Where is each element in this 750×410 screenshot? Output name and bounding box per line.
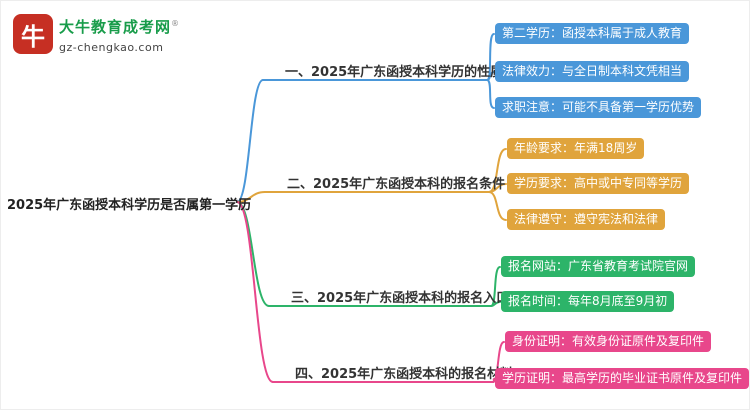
child-node-2-1: 年龄要求：年满18周岁 — [507, 138, 645, 159]
site-logo: 牛 大牛教育成考网® gz-chengkao.com — [13, 14, 180, 54]
brand-name: 大牛教育成考网® — [59, 16, 180, 37]
branch-label-1: 一、2025年广东函授本科学历的性质 — [285, 65, 504, 80]
connector-branch-4-child-2 — [492, 378, 495, 383]
root-node: 2025年广东函授本科学历是否属第一学历 — [7, 198, 252, 213]
brand-name-text: 大牛教育成考网 — [59, 18, 172, 36]
branch-label-2: 二、2025年广东函授本科的报名条件 — [287, 177, 506, 192]
child-node-1-1: 第二学历：函授本科属于成人教育 — [495, 23, 690, 44]
connector-root-branch-1 — [236, 79, 264, 203]
child-node-2-2: 学历要求：高中或中专同等学历 — [507, 173, 690, 194]
branch-label-3: 三、2025年广东函授本科的报名入口 — [291, 291, 510, 306]
connector-branch-3-child-2 — [490, 301, 501, 307]
logo-text: 大牛教育成考网® gz-chengkao.com — [59, 14, 180, 54]
brand-domain: gz-chengkao.com — [59, 41, 164, 54]
child-node-4-2: 学历证明：最高学历的毕业证书原件及复印件 — [495, 368, 749, 389]
child-node-1-2: 法律效力：与全日制本科文凭相当 — [495, 61, 690, 82]
connector-branch-2-child-3 — [488, 191, 507, 221]
child-node-3-2: 报名时间：每年8月底至9月初 — [501, 291, 675, 312]
bull-logo-icon: 牛 — [13, 14, 53, 54]
child-node-4-1: 身份证明：有效身份证原件及复印件 — [505, 331, 712, 352]
connector-root-branch-4 — [236, 201, 274, 383]
child-node-2-3: 法律遵守：遵守宪法和法律 — [507, 209, 666, 230]
connector-root-branch-3 — [236, 201, 270, 307]
registered-mark: ® — [171, 19, 181, 28]
connector-branch-1-child-3 — [486, 79, 495, 109]
branch-label-4: 四、2025年广东函授本科的报名材料 — [295, 367, 514, 382]
child-node-3-1: 报名网站：广东省教育考试院官网 — [501, 256, 696, 277]
connector-root-branch-2 — [236, 191, 266, 203]
child-node-1-3: 求职注意：可能不具备第一学历优势 — [495, 97, 702, 118]
